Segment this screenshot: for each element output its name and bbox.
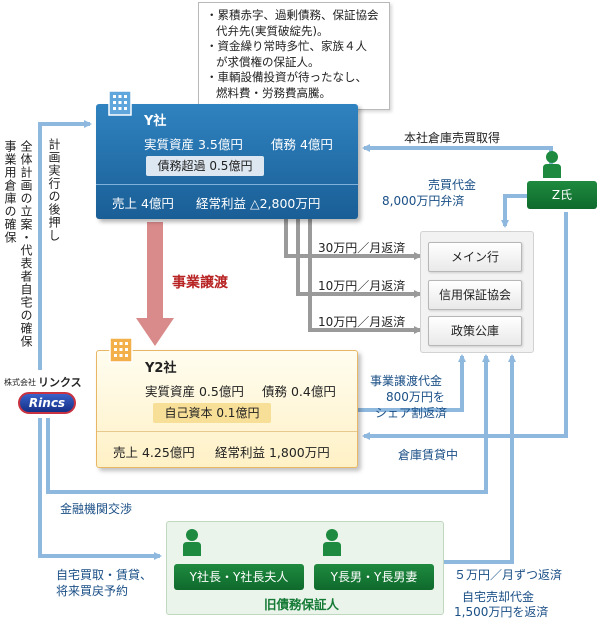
repay-label-3: 10万円／月返済 xyxy=(318,315,406,329)
person-icon xyxy=(183,529,201,556)
z-payment-amount: 8,000万円弁済 xyxy=(382,194,465,208)
z-lease-label: 倉庫賃貸中 xyxy=(398,448,459,462)
repay-arrow-3 xyxy=(308,219,422,334)
home-sale-line: 1,500万円を返済 xyxy=(454,605,549,619)
transfer-label: 事業譲渡 xyxy=(172,275,228,291)
bank-guarantee-association: 信用保証協会 xyxy=(428,280,522,310)
z-purchase-label: 本社倉庫売買取得 xyxy=(404,131,501,145)
z-person-box: Z氏 xyxy=(527,181,597,209)
transfer-payment-line: シェア割返済 xyxy=(375,406,448,420)
negotiation-label: 金融機関交渉 xyxy=(60,502,133,516)
y2-company-box: Y2社 実質資産 0.5億円 債務 0.4億円 自己資本 0.1億円 売上 4.… xyxy=(96,337,358,468)
y-sales: 売上 4億円 xyxy=(112,196,174,211)
note-line: ・資金繰り常時多忙、家族４人 xyxy=(206,39,367,53)
person-icon xyxy=(323,529,341,556)
note-line: ・累積赤字、過剰債務、保証協会 xyxy=(206,8,379,22)
repay-arrow-1 xyxy=(284,219,422,260)
arrow-guarantors-to-bank xyxy=(442,354,516,564)
home-label-line: 将来買戻予約 xyxy=(56,584,129,598)
y-debt: 債務 4億円 xyxy=(271,137,333,152)
y2-profit: 経常利益 1,800万円 xyxy=(215,445,330,460)
repay-label-2: 10万円／月返済 xyxy=(318,279,406,293)
y2-assets: 実質資産 0.5億円 xyxy=(145,384,244,399)
arrow-z-to-bank xyxy=(501,194,530,228)
arrow-z-to-y xyxy=(362,144,553,172)
transfer-payment-line: 事業譲渡代金 xyxy=(370,374,443,388)
guarantor-president: Y社長・Y社長夫人 xyxy=(174,564,304,590)
repay-arrow-2 xyxy=(296,219,422,298)
arrow-to-guarantors xyxy=(38,412,162,560)
arrow-y2-to-bank xyxy=(358,354,466,412)
note-line: が求償権の保証人。 xyxy=(216,54,320,69)
repay-label-1: 30万円／月返済 xyxy=(318,241,406,255)
y-excess-debt: 債務超過 0.5億円 xyxy=(146,156,264,176)
bank-main: メイン行 xyxy=(428,242,522,272)
note-line: 代弁先(実質破綻先)。 xyxy=(216,23,329,38)
vertical-plan: 全体計画の立案・代表者自宅の確保 xyxy=(19,140,33,348)
arrow-to-banks xyxy=(46,354,490,494)
y2-debt: 債務 0.4億円 xyxy=(262,384,336,399)
note-line: 燃料費・労務費高騰。 xyxy=(216,85,331,100)
situation-note: ・累積赤字、過剰債務、保証協会 代弁先(実質破綻先)。 ・資金繰り常時多忙、家族… xyxy=(198,2,390,110)
person-icon xyxy=(543,151,561,178)
guarantor-son: Y長男・Y長男妻 xyxy=(314,564,434,590)
y2-equity: 自己資本 0.1億円 xyxy=(153,403,271,423)
links-name: リンクス xyxy=(38,376,82,389)
links-logo: 株式会社 リンクス Rincs xyxy=(4,372,84,418)
y-profit: 経常利益 △2,800万円 xyxy=(196,196,321,211)
y-company-name: Y社 xyxy=(144,114,167,129)
y-company-box: Y社 実質資産 3.5億円 債務 4億円 債務超過 0.5億円 売上 4億円 経… xyxy=(96,90,358,219)
links-company-type: 株式会社 xyxy=(4,378,36,387)
monthly-repayment-label: ５万円／月ずつ返済 xyxy=(454,568,563,582)
building-icon xyxy=(109,337,133,363)
y2-company-name: Y2社 xyxy=(145,361,177,376)
transfer-arrow xyxy=(136,222,174,346)
bank-policy-finance: 政策公庫 xyxy=(428,316,522,346)
vertical-warehouse: 事業用倉庫の確保 xyxy=(3,140,17,244)
vertical-backup: 計画実行の後押し xyxy=(47,138,61,242)
transfer-payment-line: 800万円を xyxy=(386,390,445,404)
note-line: ・車輌設備投資が待ったなし、 xyxy=(206,70,367,84)
guarantor-label: 旧債務保証人 xyxy=(264,597,340,612)
y2-sales: 売上 4.25億円 xyxy=(113,445,195,460)
arrow-z-to-y2 xyxy=(362,212,568,440)
arrow-to-y xyxy=(38,120,92,370)
y-assets: 実質資産 3.5億円 xyxy=(144,137,243,152)
building-icon xyxy=(108,90,132,116)
links-logo-mark: Rincs xyxy=(18,392,76,414)
home-label-line: 自宅買取・賃貸、 xyxy=(56,568,153,582)
home-sale-line: 自宅売却代金 xyxy=(462,590,535,604)
z-payment-label: 売買代金 xyxy=(428,178,477,192)
